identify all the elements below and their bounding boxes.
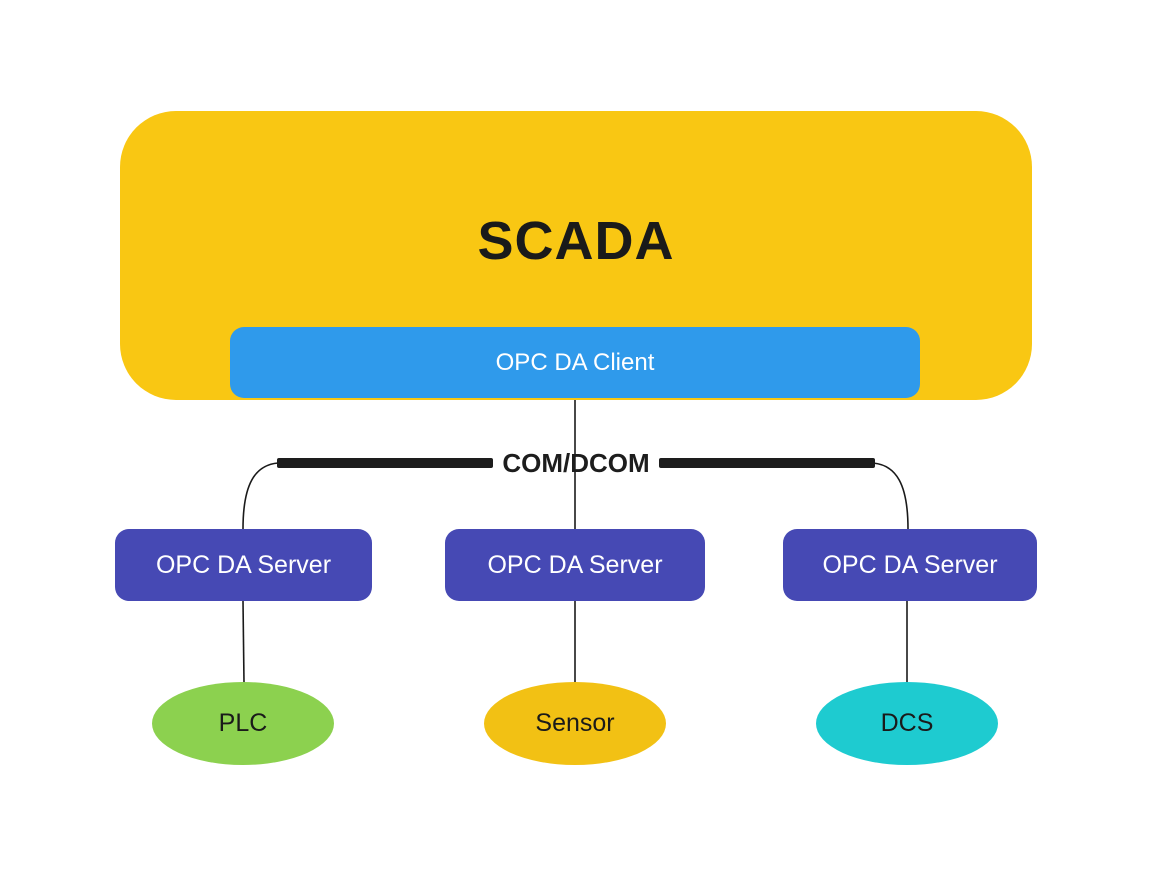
connector-bus-to-server-3 — [872, 462, 909, 530]
plc-node: PLC — [152, 682, 334, 765]
sensor-node-label: Sensor — [535, 709, 615, 737]
connector-server-1-to-plc — [242, 600, 245, 684]
opc-da-server-node-1: OPC DA Server — [115, 529, 372, 601]
opc-da-server-label-3: OPC DA Server — [822, 550, 998, 579]
connector-bus-to-server-1 — [242, 462, 279, 530]
com-dcom-bus: COM/DCOM — [277, 447, 876, 478]
plc-node-label: PLC — [218, 709, 268, 737]
dcs-node-label: DCS — [880, 709, 934, 737]
com-dcom-bus-bar-right — [658, 458, 876, 468]
com-dcom-label: COM/DCOM — [502, 447, 650, 478]
opc-da-server-label-2: OPC DA Server — [487, 550, 663, 579]
opc-da-client-node: OPC DA Client — [230, 327, 920, 398]
opc-da-server-node-3: OPC DA Server — [783, 529, 1037, 601]
opc-da-server-node-2: OPC DA Server — [445, 529, 705, 601]
opc-da-server-label-1: OPC DA Server — [155, 550, 332, 579]
opc-da-client-label: OPC DA Client — [495, 348, 655, 376]
scada-node-label: SCADA — [477, 210, 675, 271]
com-dcom-bus-bar-left — [277, 458, 494, 468]
sensor-node: Sensor — [484, 682, 666, 765]
dcs-node: DCS — [816, 682, 998, 765]
